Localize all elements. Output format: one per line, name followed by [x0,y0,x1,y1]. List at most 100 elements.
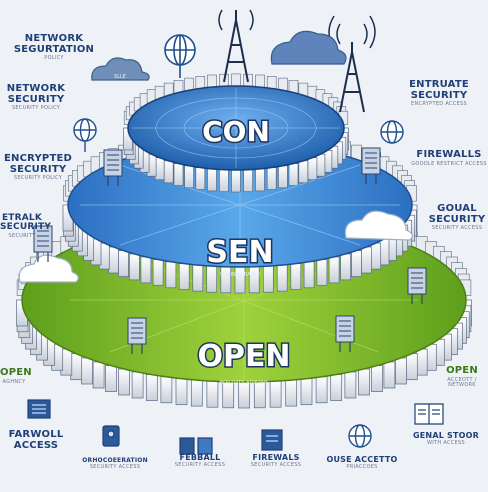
server-rack-icon [335,315,355,352]
wall-brick [358,368,370,396]
globe-icon [73,118,97,152]
shield-lock-icon [102,425,120,447]
wall-brick [190,379,203,407]
right-label-firewalls: FIREWALLS GOODLE RESTRICT ACCESS [411,149,487,167]
wall-brick [290,263,302,290]
wall-brick [152,259,164,286]
wall-brick [285,379,298,407]
wall-brick [262,265,274,293]
wall-brick [154,157,165,181]
left-label-farwoll-access: FARWOLL ACCESS [8,429,64,451]
cloud-icon [270,30,347,65]
tier-con-wall [123,73,349,193]
wall-brick [278,165,288,189]
server-rack-icon [33,225,53,262]
tier-label-sen: SEN [206,235,273,270]
server-rack-icon [103,149,123,186]
wall-brick [255,168,265,192]
left-label-encrypted-security: ENCRYPTED SECURITY SECURITY POLICY [3,153,73,181]
wall-brick [108,246,119,274]
radio-tower-icon [328,15,376,113]
radar-rings [132,88,340,168]
wall-brick [370,242,382,270]
book-icon [414,403,444,425]
wall-brick [118,250,129,277]
wall-brick [163,160,174,184]
wall-brick [340,253,351,281]
wall-brick [140,256,152,284]
bottom-label-orhocoeeration: ORHOCOEERATION SECURITY ACCESS [82,457,148,471]
wall-brick [105,365,117,392]
svg-text:SLLE: SLLE [114,74,126,80]
tier-label-con: CON [202,115,270,148]
wall-brick [173,163,184,186]
tier-label-open: OPEN [197,339,290,374]
wall-brick [266,167,277,190]
wall-brick [129,253,140,281]
right-label-entruate-security: ENTRUATE SECURITY ENCRYPTED ACCESS [409,79,469,107]
bottom-label-febball: FEBBALL SECURITY ACCESS [174,453,226,469]
wall-brick [383,361,396,389]
wall-brick [395,357,407,385]
cloud-icon [344,210,413,241]
wall-brick [207,168,217,192]
wall-brick [234,266,246,294]
server-rack-icon [407,267,427,304]
wall-brick [184,165,194,189]
firewall-panel-icon [27,399,51,419]
firewall-panel-icon [179,437,213,455]
wall-brick [288,163,299,186]
right-label-goual-security: GOUAL SECURITY SECURITY ACCESS [428,203,486,231]
wall-brick [81,357,93,385]
bottom-label-firewals: FIREWALS SECURITY ACCESS [250,453,302,469]
server-rack-group [33,147,427,354]
wall-brick [160,376,173,404]
wall-brick [269,380,282,408]
wall-brick [303,261,315,289]
cloud-icon [18,254,79,283]
left-label-open: OPEN AGHNCY [0,367,32,385]
bottom-label-ouse-accetto: OUSE ACCETTO PRIACCOES [326,455,398,471]
wall-brick [206,265,218,293]
wall-brick [248,266,260,294]
wall-brick [276,264,288,292]
tier-con [123,73,349,193]
wall-brick [192,264,204,292]
cloud-icon: SLLE [91,57,150,81]
left-label-etralk-security: ETRALK SECURITY SECURITY [0,213,52,239]
wall-brick [178,263,190,290]
wall-brick [92,361,105,389]
wall-brick [330,374,343,401]
firewall-panel-icon [261,429,283,451]
tier-sublabel-open: BOILDATS ADIEANS [220,380,268,386]
server-rack-icon [361,147,381,184]
wall-brick [300,378,313,406]
left-label-network-security: NETWORK SECURITY SECURITY POLICY [6,83,66,111]
wall-brick [315,153,326,177]
wall-brick [175,378,188,406]
wall-brick [405,353,418,381]
wall-brick [206,380,219,408]
wall-brick [220,266,232,294]
right-label-open: OPEN ACCEOTT / NETWORK [446,365,478,388]
tier-sublabel-sen: SEMINOL RAALE [220,272,260,278]
globe-icon [164,34,196,78]
wall-brick [165,261,177,289]
wall-brick [131,371,144,399]
wall-brick [70,353,83,381]
wall-brick [351,250,362,277]
left-label-network-segmentation: NETWORK SEGURTATION POLICY [13,33,95,61]
wall-brick [344,371,357,399]
wall-brick [231,169,241,193]
wall-brick [118,368,130,396]
wall-brick [315,376,328,404]
wall-brick [243,169,253,193]
wall-brick [298,160,309,184]
radio-tower-icon [218,9,254,83]
wall-brick [316,259,328,286]
wall-brick [415,348,428,376]
globe-icon [348,424,372,448]
wall-brick [145,374,158,401]
